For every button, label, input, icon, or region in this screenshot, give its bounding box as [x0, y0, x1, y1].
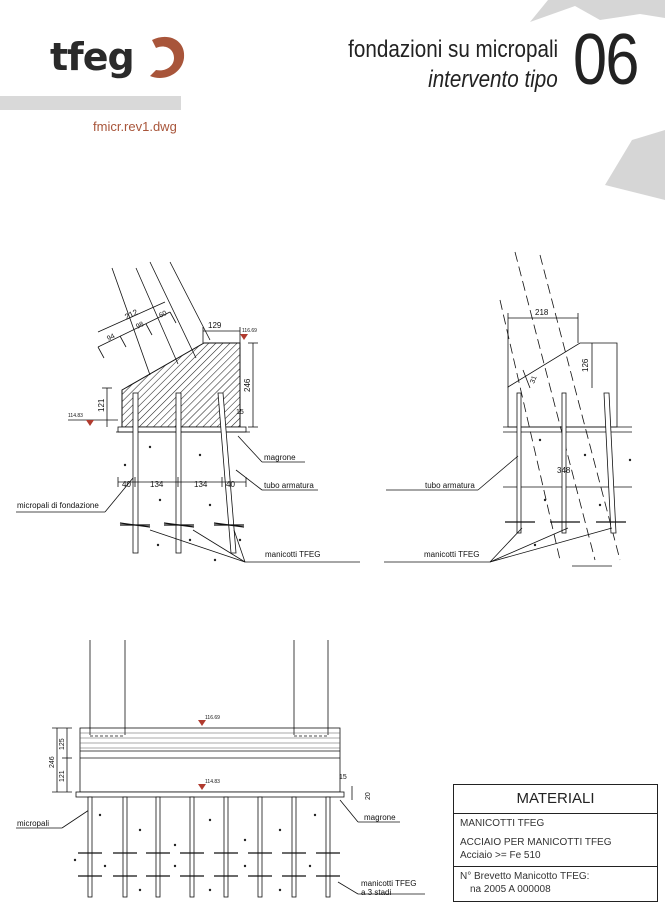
dim-129: 129	[208, 321, 222, 330]
aggregate-dots	[73, 438, 632, 892]
bottom-manicotti	[78, 852, 340, 877]
footing-hatch	[121, 342, 241, 428]
label-manicotti-bottom-1: manicotti TFEG	[361, 879, 416, 888]
materials-title: MATERIALI	[454, 785, 657, 814]
materials-line1: MANICOTTI TFEG	[460, 818, 545, 829]
left-piles	[132, 392, 237, 554]
materials-divider	[454, 866, 657, 867]
dim-40-a: 40	[122, 480, 131, 489]
materials-line4: N° Brevetto Manicotto TFEG:	[460, 871, 590, 882]
materials-section-1: MANICOTTI TFEG ACCIAIO PER MANICOTTI TFE…	[454, 814, 657, 862]
level-top-bottom: 116.69	[205, 715, 220, 721]
dim-125-bottom: 125	[59, 738, 66, 750]
level-marker-top-bottom	[198, 720, 206, 726]
materials-line3: Acciaio >= Fe 510	[460, 850, 541, 861]
section-left	[16, 261, 360, 563]
dim-60: 60	[158, 310, 168, 320]
left-manicotti	[119, 522, 245, 528]
dim-246: 246	[243, 378, 252, 392]
materials-line5: na 2005 A 000008	[470, 884, 551, 895]
header-grey-band	[0, 96, 181, 110]
label-manicotti-right: manicotti TFEG	[424, 550, 479, 559]
label-micropali-bottom: micropali	[17, 819, 49, 828]
dim-134-a: 134	[150, 480, 164, 489]
tfeg-logo: tfeg	[50, 35, 135, 79]
dim-134-b: 134	[194, 480, 208, 489]
materials-line2: ACCIAIO PER MANICOTTI TFEG	[460, 837, 612, 848]
title-line1: fondazioni su micropali	[348, 36, 558, 63]
dim-40-b: 40	[226, 480, 235, 489]
dim-15-bottom: 15	[339, 774, 347, 781]
dim-126: 126	[581, 358, 590, 372]
level-marker-top-left	[240, 334, 248, 340]
level-top-left: 116.69	[242, 328, 257, 334]
label-tubo-armatura-left: tubo armatura	[264, 481, 314, 490]
label-manicotti-bottom-2: a 3 stadi	[361, 888, 391, 897]
title-line2: intervento tipo	[428, 66, 558, 93]
section-bottom	[16, 640, 425, 895]
bottom-piles	[87, 796, 331, 898]
file-name: fmicr.rev1.dwg	[93, 119, 177, 134]
materials-box: MATERIALI MANICOTTI TFEG ACCIAIO PER MAN…	[453, 784, 658, 902]
level-base-bottom: 114.83	[205, 779, 220, 785]
level-marker-base-left	[86, 420, 94, 426]
dim-218: 218	[535, 308, 549, 317]
dim-212: 212	[123, 307, 139, 321]
dim-98: 98	[135, 321, 145, 331]
sheet-number: 06	[573, 20, 639, 100]
label-magrone-left: magrone	[264, 453, 296, 462]
dim-121: 121	[97, 398, 106, 412]
dim-94: 94	[106, 333, 116, 343]
dim-246-bottom: 246	[49, 756, 56, 768]
label-tubo-armatura-right: tubo armatura	[425, 481, 475, 490]
level-marker-base-bottom	[198, 784, 206, 790]
section-right	[384, 251, 632, 567]
materials-section-2: N° Brevetto Manicotto TFEG: na 2005 A 00…	[454, 867, 657, 896]
dim-121-bottom: 121	[59, 770, 66, 782]
dim-348: 348	[557, 466, 571, 475]
dim-15: 15	[236, 409, 244, 416]
level-base-left: 114.83	[68, 413, 83, 419]
label-magrone-bottom: magrone	[364, 813, 396, 822]
dim-31: 31	[529, 375, 538, 385]
label-micropali-fondazione: micropali di fondazione	[17, 501, 99, 510]
dim-20-bottom: 20	[365, 792, 372, 800]
label-manicotti-left: manicotti TFEG	[265, 550, 320, 559]
